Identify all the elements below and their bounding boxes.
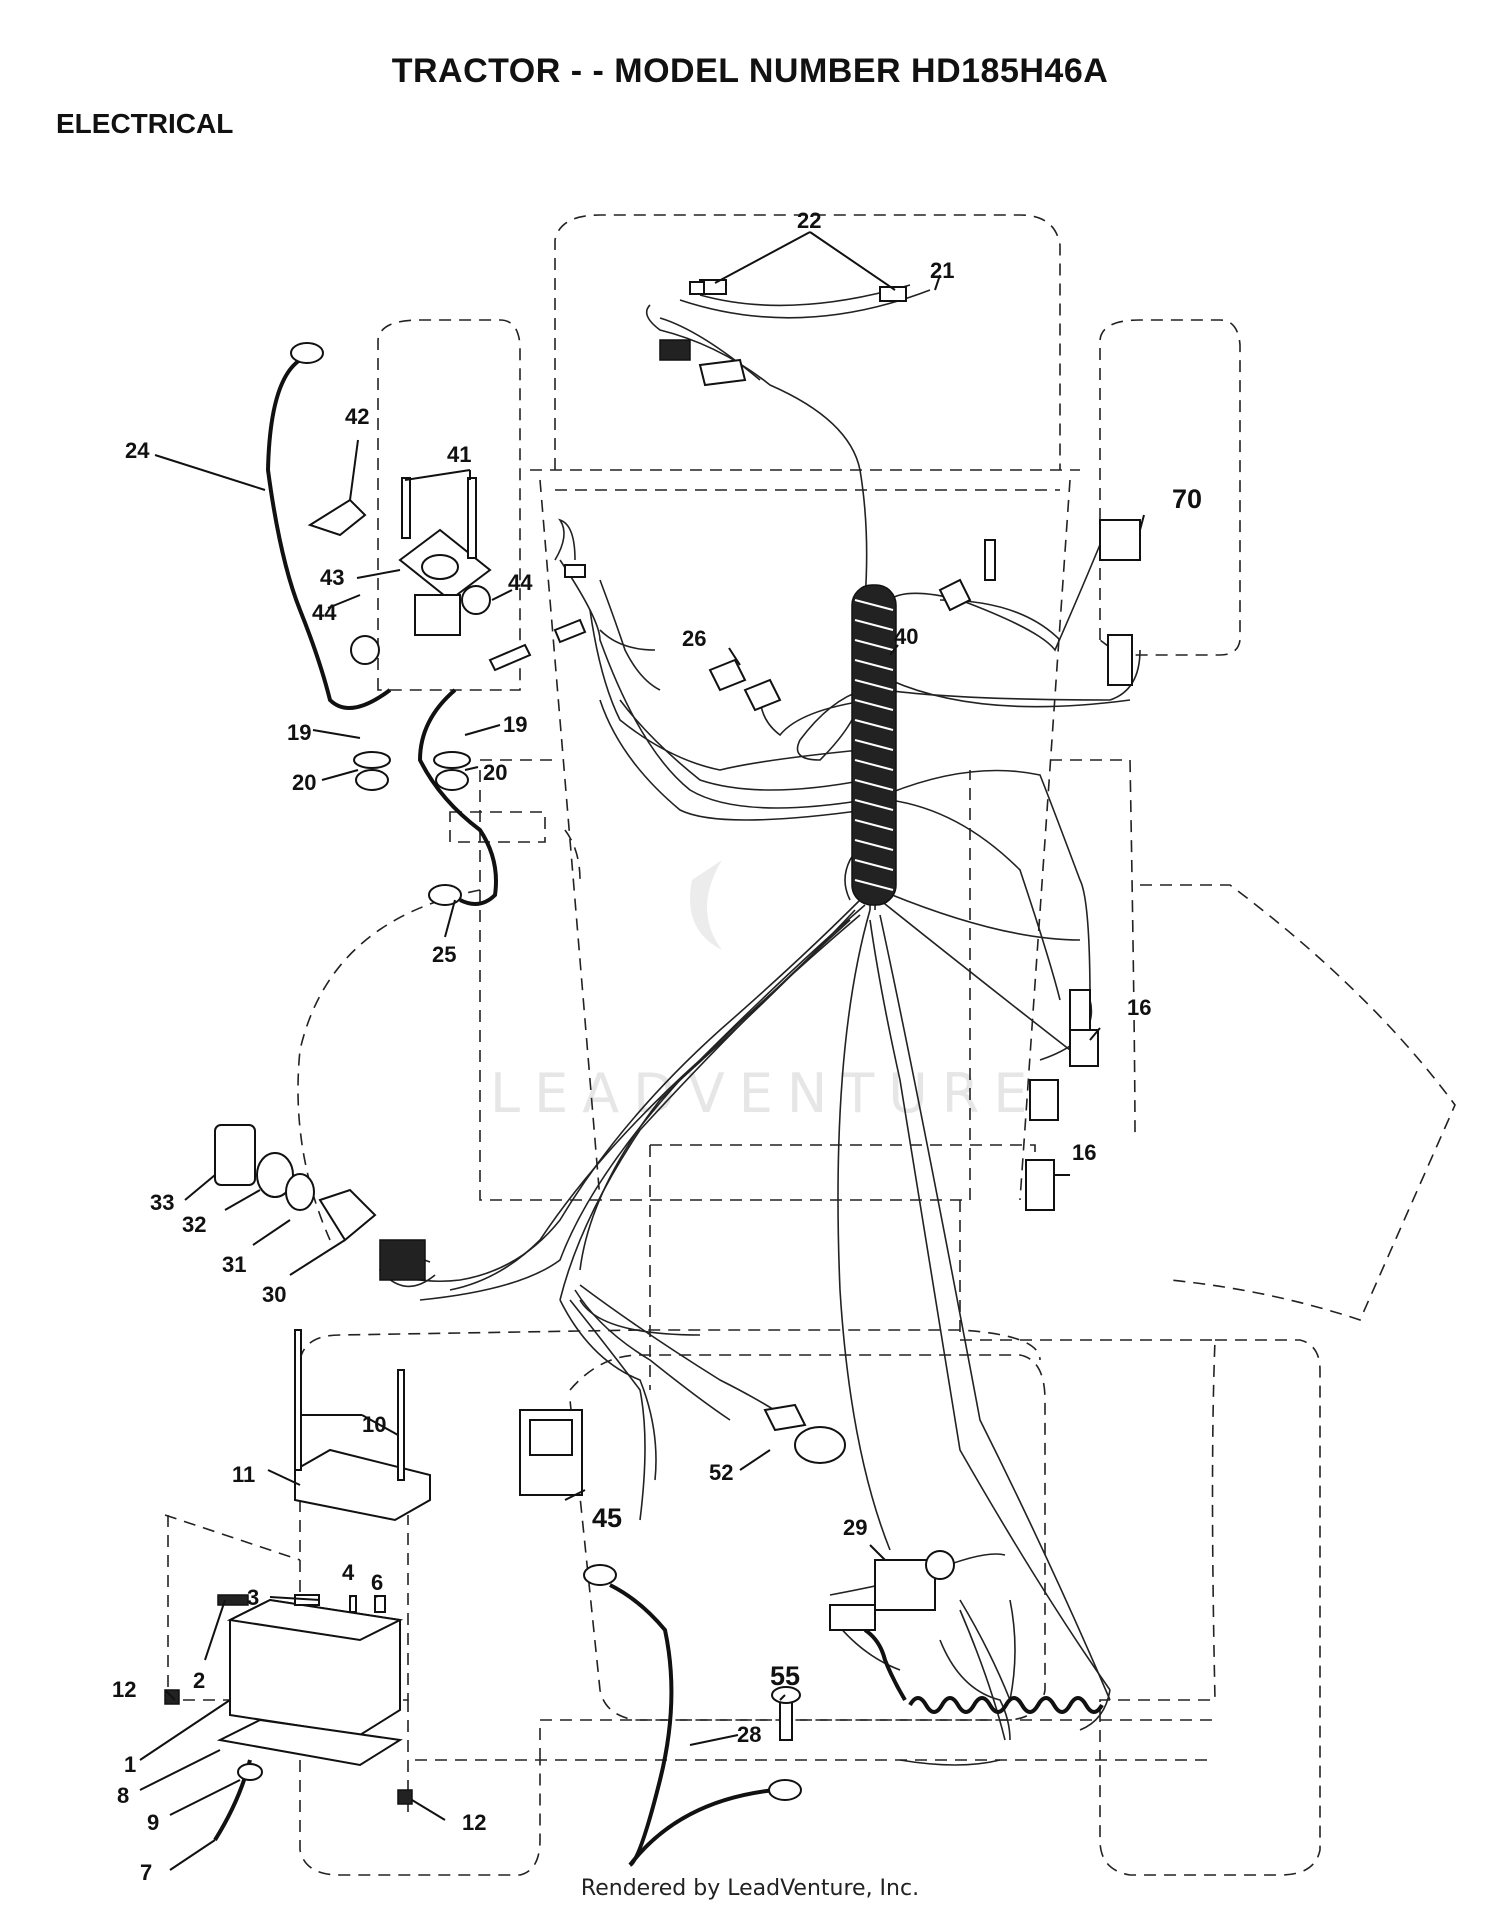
callout-44-right: 44: [508, 570, 533, 595]
callout-52: 52: [709, 1460, 733, 1485]
callout-16-lower: 16: [1072, 1140, 1096, 1165]
callout-19-right: 19: [503, 712, 527, 737]
callout-6: 6: [371, 1570, 383, 1595]
callout-30: 30: [262, 1282, 286, 1307]
callout-31: 31: [222, 1252, 246, 1277]
callout-19-left: 19: [287, 720, 311, 745]
callout-55: 55: [770, 1661, 800, 1691]
callout-45: 45: [592, 1503, 622, 1533]
callout-25: 25: [432, 942, 456, 967]
callout-7: 7: [140, 1860, 152, 1885]
callout-40: 40: [894, 624, 918, 649]
coiled-loom: [851, 584, 1104, 1714]
callout-4: 4: [342, 1560, 355, 1585]
callout-labels: 22 21 24 42 41 43 44 44 19 19 20 20 25 2…: [112, 208, 1202, 1885]
callout-32: 32: [182, 1212, 206, 1237]
callout-20-left: 20: [292, 770, 316, 795]
hour-meter: [519, 1403, 846, 1496]
callout-28: 28: [737, 1722, 761, 1747]
wiring-harness: [378, 284, 1141, 1766]
connectors: [564, 519, 1141, 1211]
solenoid: [307, 477, 587, 791]
callout-3: 3: [247, 1585, 259, 1610]
callout-33: 33: [150, 1190, 174, 1215]
page-title: TRACTOR - - MODEL NUMBER HD185H46A: [391, 52, 1109, 90]
battery-assembly: [164, 1329, 431, 1842]
callout-12-right: 12: [462, 1810, 486, 1835]
ignition-switch: [214, 1124, 426, 1281]
callout-12-left: 12: [112, 1677, 136, 1702]
callout-21: 21: [930, 258, 954, 283]
callout-44-left: 44: [312, 600, 337, 625]
watermark-flame-icon: [690, 860, 722, 950]
callout-8: 8: [117, 1783, 129, 1808]
callout-2: 2: [193, 1668, 205, 1693]
callout-10: 10: [362, 1412, 386, 1437]
headlight-harness: [659, 279, 907, 387]
ground-cables: [265, 342, 802, 1867]
callout-11: 11: [232, 1462, 255, 1487]
callout-29: 29: [843, 1515, 867, 1540]
callout-70: 70: [1172, 484, 1202, 514]
watermark-text: LEADVENTURE: [490, 1062, 1041, 1125]
callout-43: 43: [320, 565, 344, 590]
callout-20-right: 20: [483, 760, 507, 785]
callout-26: 26: [682, 626, 706, 651]
callout-22: 22: [797, 208, 821, 233]
fuel-solenoid: [771, 1550, 955, 1741]
section-title: ELECTRICAL: [56, 108, 234, 139]
callout-9: 9: [147, 1810, 159, 1835]
callout-1: 1: [124, 1752, 136, 1777]
callout-24: 24: [125, 438, 150, 463]
callout-42: 42: [345, 404, 369, 429]
leader-lines: [139, 231, 1145, 1871]
callout-41: 41: [447, 442, 471, 467]
footer-credit: Rendered by LeadVenture, Inc.: [580, 1876, 920, 1901]
callout-16-upper: 16: [1127, 995, 1151, 1020]
